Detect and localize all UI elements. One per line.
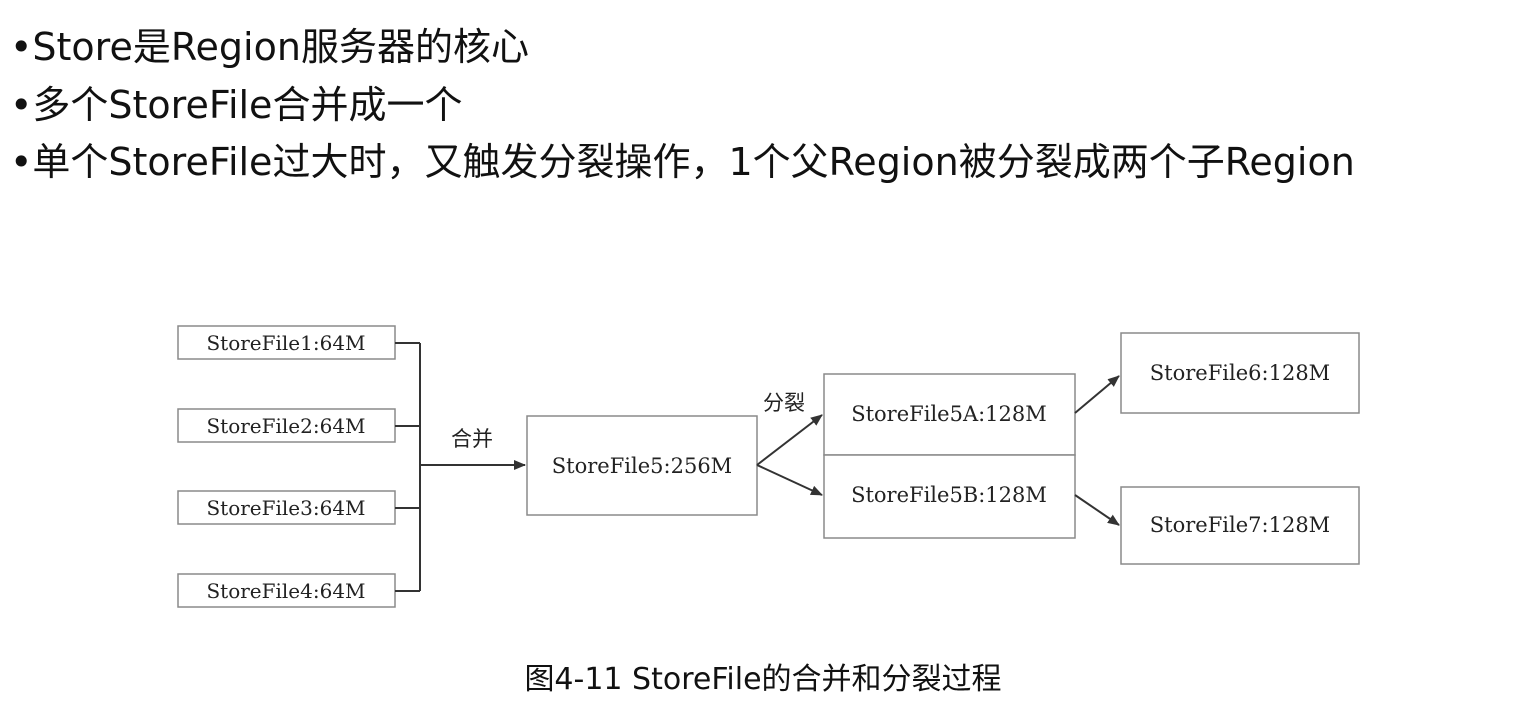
split-arrow-upper <box>756 414 823 466</box>
arrow-5b-to-7 <box>1074 494 1120 526</box>
box-storefile3-label: StoreFile3:64M <box>206 496 365 520</box>
box-storefile7-label: StoreFile7:128M <box>1150 513 1330 537</box>
bullet-store-core: •Store是Region服务器的核心 <box>10 25 529 69</box>
box-storefile3: StoreFile3:64M <box>177 490 396 525</box>
split-arrow-lower <box>756 464 823 496</box>
box-storefile6-label: StoreFile6:128M <box>1150 361 1330 385</box>
bullet-merge: •多个StoreFile合并成一个 <box>10 83 463 127</box>
figure-caption: 图4-11 StoreFile的合并和分裂过程 <box>524 662 1002 697</box>
box-storefile7: StoreFile7:128M <box>1120 486 1360 565</box>
split-label: 分裂 <box>763 391 805 415</box>
merge-label: 合并 <box>451 427 493 451</box>
bullet-list: •Store是Region服务器的核心 •多个StoreFile合并成一个 •单… <box>10 18 1510 190</box>
box-storefile5b-label: StoreFile5B:128M <box>851 483 1047 507</box>
box-storefile4-label: StoreFile4:64M <box>206 579 365 603</box>
bullet-split: •单个StoreFile过大时，又触发分裂操作，1个父Region被分裂成两个子… <box>10 140 1355 184</box>
arrow-5a-to-6 <box>1074 375 1120 414</box>
box-storefile5a: StoreFile5A:128M <box>823 373 1076 456</box>
box-storefile5a-label: StoreFile5A:128M <box>851 402 1047 426</box>
box-storefile2: StoreFile2:64M <box>177 408 396 443</box>
box-storefile4: StoreFile4:64M <box>177 573 396 608</box>
merge-connector <box>395 342 421 592</box>
box-storefile5-label: StoreFile5:256M <box>552 454 732 478</box>
box-storefile2-label: StoreFile2:64M <box>206 414 365 438</box>
box-storefile5: StoreFile5:256M <box>526 415 758 516</box>
box-storefile6: StoreFile6:128M <box>1120 332 1360 414</box>
box-storefile5b: StoreFile5B:128M <box>823 454 1076 539</box>
box-storefile1: StoreFile1:64M <box>177 325 396 360</box>
box-storefile1-label: StoreFile1:64M <box>206 331 365 355</box>
